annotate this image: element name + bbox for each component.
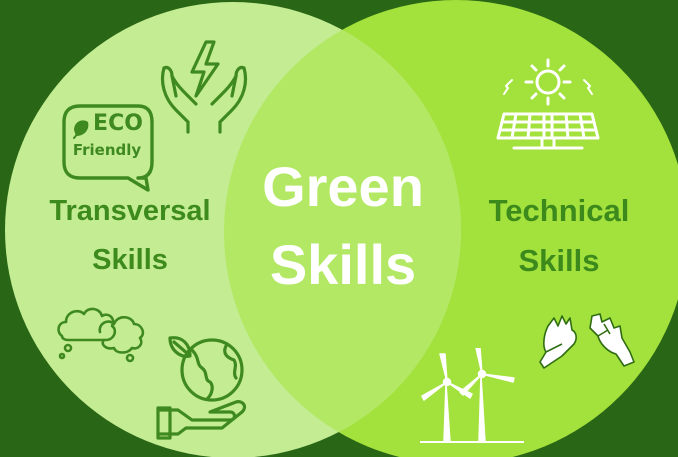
right-title-line1: Technical [488,193,630,228]
wind-turbines-icon [420,348,524,443]
center-title-line1: Green [262,155,424,218]
work-gloves-icon [539,313,635,369]
eco-friendly-speech-bubble-icon [62,104,154,192]
eco-badge-line1: ECO [93,111,143,136]
technical-skills-label: Technical Skills [456,195,662,277]
right-title-line2: Skills [518,243,600,278]
left-title-line2: Skills [92,244,168,276]
clouds-icon [57,307,145,363]
overlap-region [224,2,461,457]
solar-panel-sun-icon [496,58,600,150]
transversal-skills-label: Transversal Skills [22,196,238,276]
hand-holding-globe-icon [156,336,247,440]
hands-with-lightning-icon [160,40,248,134]
center-title-line2: Skills [269,233,417,296]
left-title-line1: Transversal [49,195,211,227]
eco-badge-line2: Friendly [72,141,142,159]
green-skills-title: Green Skills [232,157,454,295]
